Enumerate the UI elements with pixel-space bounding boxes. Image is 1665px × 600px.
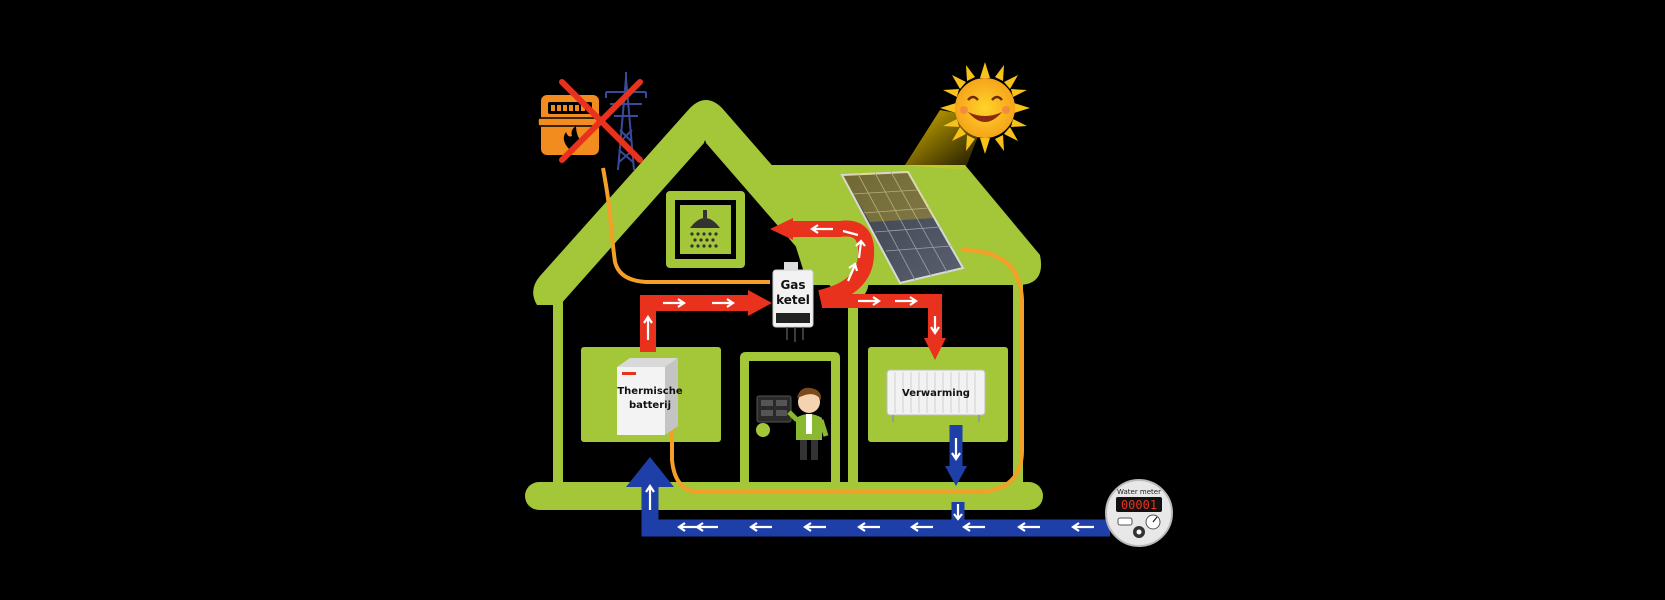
floor-slab — [525, 482, 1043, 510]
gas-boiler-label-line2: ketel — [776, 293, 810, 307]
heating-label: Verwarming — [902, 388, 970, 399]
gas-meter-icon — [537, 95, 603, 155]
electric-cable — [601, 167, 1024, 494]
left-wall — [553, 275, 563, 485]
red-x-icon — [559, 79, 643, 163]
water-meter-reading: 00001 — [1121, 498, 1157, 512]
control-panel-icon — [756, 395, 792, 423]
shower-icon — [690, 210, 720, 248]
door-knob — [756, 423, 770, 437]
water-meter-title: Water meter — [1117, 488, 1161, 496]
main-gable — [533, 100, 869, 305]
water-meter-icon: Water meter 00001 — [1105, 479, 1173, 547]
right-wall — [1013, 282, 1023, 485]
solar-panel-icon — [840, 170, 965, 285]
middle-wall — [848, 282, 858, 485]
thermal-battery-label-line2: batterij — [629, 400, 671, 411]
gas-boiler-label-line1: Gas — [780, 278, 805, 292]
power-pylon-icon — [605, 72, 647, 171]
person-icon — [787, 387, 829, 460]
cold-water-pipes — [626, 425, 1110, 537]
thermal-battery-icon: Thermische batterij — [617, 358, 683, 435]
smiling-sun-icon — [940, 62, 1030, 154]
thermal-battery-label-line1: Thermische — [617, 386, 683, 397]
hot-water-pipes — [640, 218, 946, 360]
gas-boiler-icon: Gas ketel — [772, 262, 814, 342]
radiator-icon: Verwarming — [886, 369, 986, 422]
